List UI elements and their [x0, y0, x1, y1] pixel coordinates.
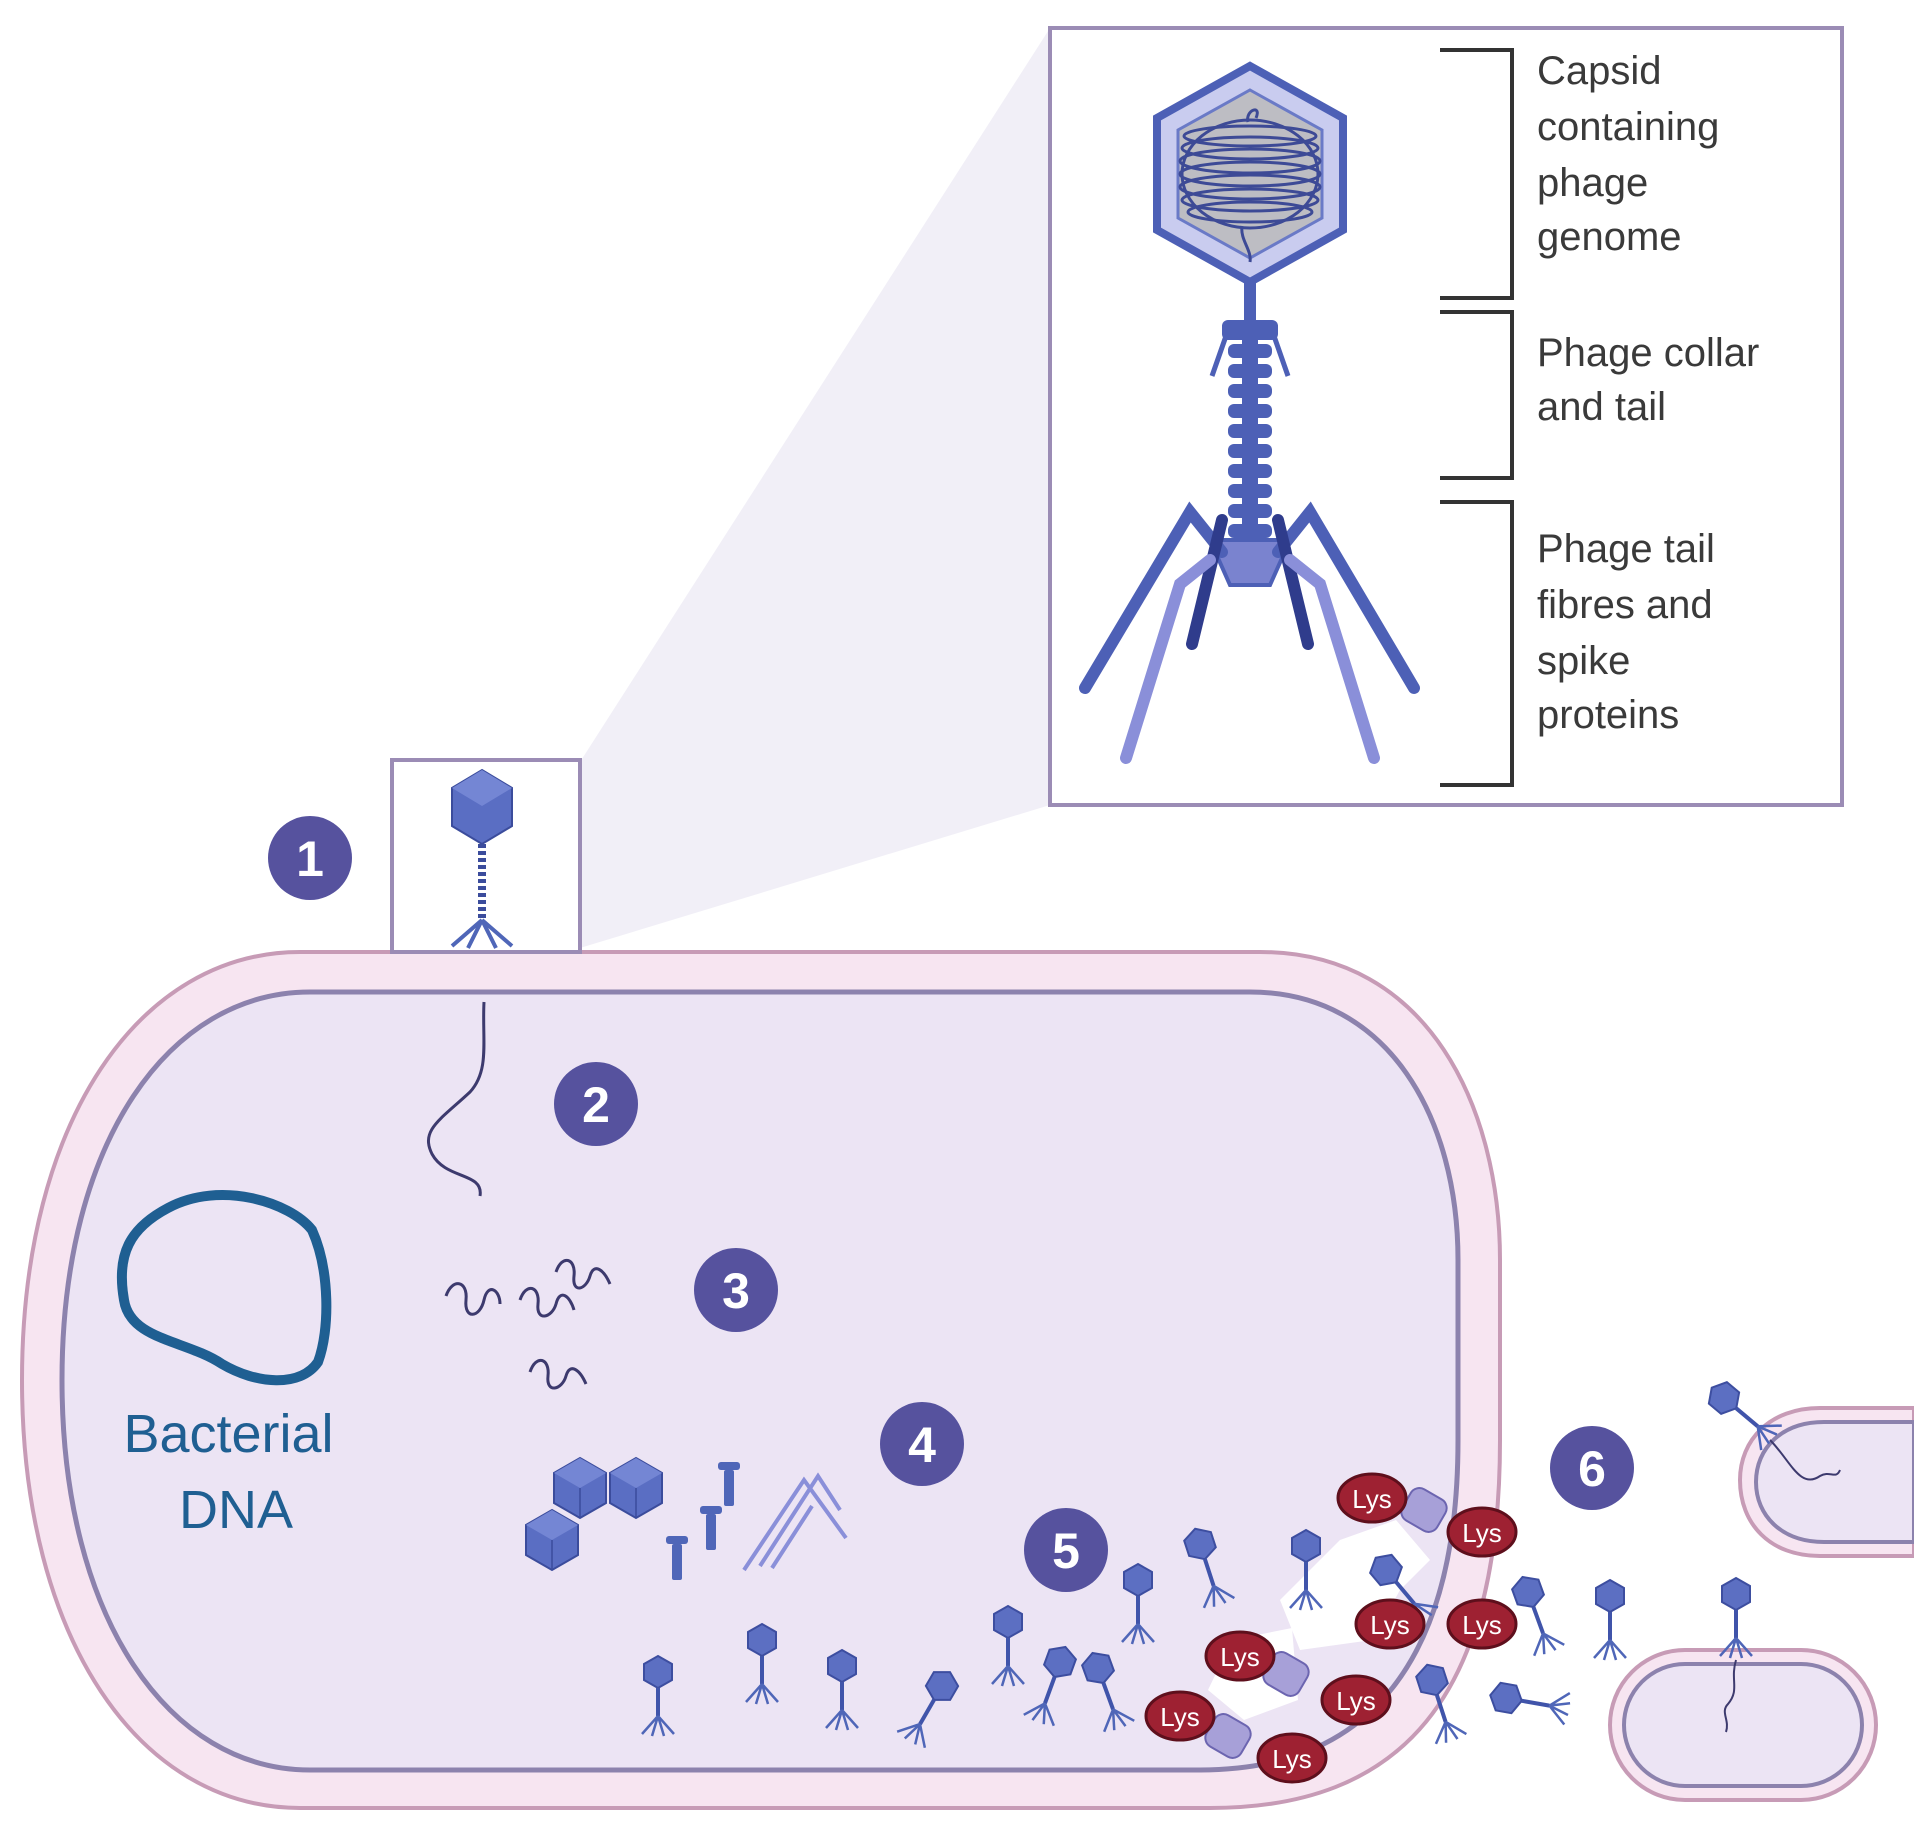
capsid-label: Capsid containing phage genome: [1537, 49, 1731, 259]
lysin-2: Lys: [1446, 1506, 1518, 1558]
replicating-phage-genomes: [444, 1259, 612, 1390]
step-badge-6: 6: [1550, 1426, 1634, 1510]
inset-brackets: [1440, 48, 1514, 787]
lysin-7: Lys: [1144, 1690, 1216, 1742]
step-badge-2: 2: [554, 1062, 638, 1146]
step-badge-1: 1: [268, 816, 352, 900]
svg-text:3: 3: [722, 1263, 750, 1319]
tail-fibres-label: Phage tail fibres and spike proteins: [1537, 527, 1726, 737]
lysins: Lys Lys Lys Lys Lys Lys Lys Lys: [1144, 1472, 1518, 1784]
bacterial-dna-loop: [116, 1190, 332, 1386]
svg-text:5: 5: [1052, 1523, 1080, 1579]
lysin-5: Lys: [1204, 1630, 1276, 1682]
new-host-cell-bottom: [1608, 1576, 1878, 1802]
assembling-tails: [666, 1462, 740, 1580]
lysin-6: Lys: [1320, 1674, 1392, 1726]
lysis-breach: [1280, 1520, 1430, 1650]
collar-tail-label: Phage collar and tail: [1537, 331, 1771, 429]
lysin-4: Lys: [1446, 1598, 1518, 1650]
svg-text:1: 1: [296, 831, 324, 887]
svg-text:Lys: Lys: [1272, 1744, 1312, 1774]
new-host-cell-top: [1699, 1373, 1914, 1558]
svg-text:Lys: Lys: [1160, 1702, 1200, 1732]
lysin-1: Lys: [1336, 1472, 1408, 1524]
bacterial-cytoplasm: [59, 989, 1461, 1773]
zoom-projection: [580, 28, 1050, 948]
svg-text:Lys: Lys: [1352, 1484, 1392, 1514]
svg-text:Lys: Lys: [1220, 1642, 1260, 1672]
phage-detailed-illustration: [1079, 61, 1420, 764]
assembling-tail-fibres: [742, 1472, 848, 1572]
svg-text:4: 4: [908, 1417, 936, 1473]
svg-text:2: 2: [582, 1077, 610, 1133]
svg-text:Lys: Lys: [1336, 1686, 1376, 1716]
phage-genome-coil: [1178, 108, 1322, 263]
svg-text:6: 6: [1578, 1441, 1606, 1497]
lysin-8: Lys: [1256, 1732, 1328, 1784]
attachment-zoom-box: [390, 758, 582, 954]
svg-text:Lys: Lys: [1370, 1610, 1410, 1640]
step-badge-3: 3: [694, 1248, 778, 1332]
injected-phage-genome: [426, 1001, 486, 1197]
step-badge-4: 4: [880, 1402, 964, 1486]
lysin-3: Lys: [1354, 1598, 1426, 1650]
step-badge-5: 5: [1024, 1508, 1108, 1592]
svg-text:Lys: Lys: [1462, 1610, 1502, 1640]
bacterial-dna-label: Bacterial DNA: [123, 1404, 348, 1540]
svg-text:Lys: Lys: [1462, 1518, 1502, 1548]
attaching-phage-icon: [450, 768, 514, 949]
